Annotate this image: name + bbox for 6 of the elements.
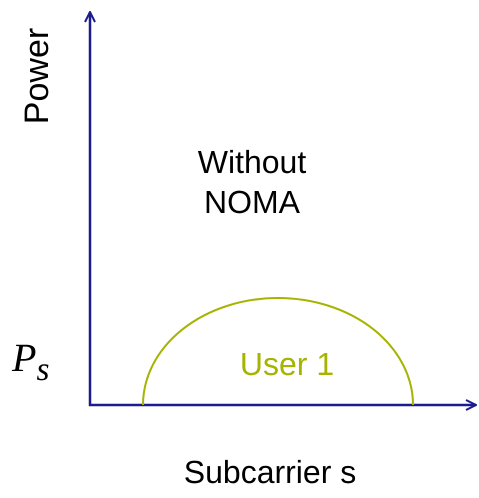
user-label: User 1 — [238, 345, 336, 383]
axis-title: Subcarrier s — [182, 453, 358, 492]
semicircle-shape — [142, 297, 414, 405]
power-level-label: P$_{s}$ — [12, 336, 50, 390]
annotation-text: Without NOMA — [196, 143, 308, 222]
axis-title: Power — [17, 26, 57, 126]
